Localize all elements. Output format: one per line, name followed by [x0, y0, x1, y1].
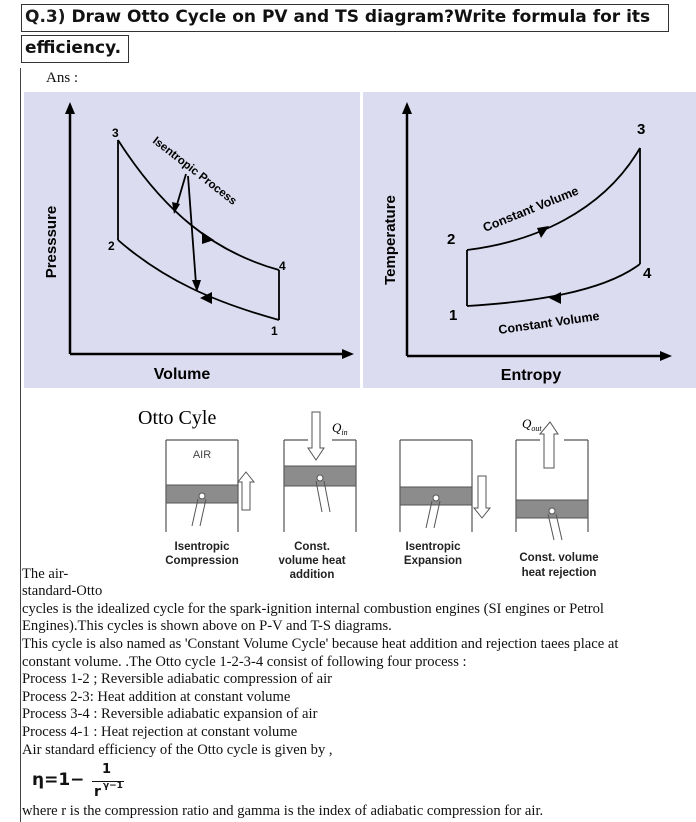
pv-curve-2-1	[117, 239, 280, 321]
pv-arrow-expansion	[202, 232, 214, 244]
pv-point-4: 4	[279, 259, 286, 273]
body-line-5: This cycle is also named as 'Constant Vo…	[22, 636, 619, 652]
stage-2-caption-line3: addition	[290, 569, 335, 581]
body-line-9: Process 3-4 : Reversible adiabatic expan…	[22, 706, 318, 722]
question-heading-line2: efficiency.	[21, 35, 129, 63]
piston-pin	[198, 492, 206, 500]
pv-y-axis-arrow	[65, 102, 75, 114]
pv-y-label: Presssure	[43, 206, 60, 279]
body-line-10: Process 4-1 : Heat rejection at constant…	[22, 724, 298, 740]
piston-stage-heat-addition: Qin	[283, 411, 357, 532]
stage-3-caption-line2: Expansion	[404, 555, 462, 567]
piston-pin	[548, 507, 556, 515]
pv-point-1: 1	[271, 324, 278, 338]
connecting-rod	[323, 480, 331, 513]
piston-stage-compression: AIR	[165, 439, 256, 532]
formula-base: r	[94, 784, 101, 800]
heat-out-arrow-icon	[538, 421, 559, 469]
pv-point-2: 2	[108, 239, 115, 253]
body-line-6: constant volume. .The Otto cycle 1-2-3-4…	[22, 654, 467, 670]
arrow-down-icon	[472, 475, 492, 519]
body-line-7: Process 1-2 ; Reversible adiabatic compr…	[22, 671, 333, 687]
pv-pointer-lower	[187, 175, 197, 285]
formula-lhs: η=1−	[32, 770, 85, 790]
connecting-rod	[199, 498, 207, 527]
piston-pin	[432, 494, 440, 502]
ts-curve-2-3	[466, 147, 641, 251]
otto-figure-title: Otto Cyle	[138, 407, 216, 429]
otto-cycle-figure: Otto Cyle AIR Qin Qout	[138, 407, 599, 581]
body-line-3: cycles is the idealized cycle for the sp…	[22, 601, 604, 617]
heat-in-arrow-icon	[307, 411, 325, 461]
piston-pin	[316, 474, 324, 482]
ts-arrow-heat-rejection	[549, 292, 561, 304]
cylinder-wall	[399, 439, 473, 532]
question-text-line1: Draw Otto Cycle on PV and TS diagram?Wri…	[71, 7, 651, 27]
connecting-rod	[433, 500, 441, 529]
pv-x-label: Volume	[154, 366, 211, 383]
ts-y-label: Temperature	[382, 195, 399, 285]
pv-pointer-upper	[175, 173, 187, 209]
ts-point-4: 4	[643, 265, 652, 282]
pv-arrow-compression	[200, 292, 212, 304]
formula-numerator: 1	[102, 762, 112, 777]
body-line-11: Air standard efficiency of the Otto cycl…	[22, 742, 333, 758]
stage-1-caption-line2: Compression	[165, 555, 239, 567]
question-number: Q.3)	[25, 7, 66, 27]
pv-point-3: 3	[112, 126, 119, 140]
ts-diagram: Temperature Entropy Constant Volume Cons…	[363, 92, 696, 388]
ts-x-label: Entropy	[501, 367, 562, 384]
body-line-4: Engines).This cycles is shown above on P…	[22, 618, 392, 634]
pv-diagram: Presssure Volume Isentropic Process 3 2 …	[24, 92, 360, 388]
ts-point-1: 1	[449, 307, 457, 324]
pv-pointer-lower-head	[192, 280, 201, 292]
ts-y-axis-arrow	[402, 102, 412, 114]
question-text-line2: efficiency.	[25, 38, 122, 58]
ts-x-axis-arrow	[660, 351, 672, 361]
ts-panel-background	[363, 92, 696, 388]
pv-pointer-upper-head	[172, 202, 180, 214]
body-line-8: Process 2-3: Heat addition at constant v…	[22, 689, 291, 705]
stage-3-caption-line1: Isentropic	[406, 541, 462, 553]
left-margin-rule	[20, 68, 21, 822]
connecting-rod	[555, 513, 563, 541]
piston-stage-expansion	[399, 439, 492, 532]
piston-stage-heat-rejection: Qout	[515, 416, 589, 541]
ts-point-3: 3	[637, 121, 645, 138]
stage-4-caption-line2: heat rejection	[522, 567, 597, 579]
connecting-rod	[425, 500, 433, 529]
stage-captions: Isentropic Compression Const. volume hea…	[165, 541, 598, 581]
formula-fraction-bar	[92, 781, 124, 782]
stage-1-caption-line1: Isentropic	[175, 541, 231, 553]
formula-exponent: γ−1	[103, 781, 123, 791]
connecting-rod	[191, 498, 199, 527]
body-line-2: standard-Otto	[22, 583, 103, 599]
ts-curve-1-4	[466, 263, 641, 307]
pv-x-axis-arrow	[342, 349, 354, 359]
ts-point-2: 2	[447, 231, 455, 248]
arrow-up-icon	[236, 471, 256, 511]
air-label: AIR	[193, 449, 211, 461]
stage-4-caption-line1: Const. volume	[519, 552, 598, 564]
connecting-rod	[547, 513, 555, 541]
q-out-label: Qout	[522, 416, 542, 433]
question-heading-line1: Q.3) Draw Otto Cycle on PV and TS diagra…	[21, 4, 669, 32]
body-line-12: where r is the compression ratio and gam…	[22, 803, 544, 819]
ts-arrow-heat-addition	[537, 226, 549, 238]
q-in-label: Qin	[332, 420, 348, 437]
answer-label: Ans :	[46, 70, 79, 86]
body-line-1: The air-	[22, 566, 69, 582]
connecting-rod	[315, 480, 323, 513]
stage-2-caption-line1: Const.	[294, 541, 330, 553]
stage-2-caption-line2: volume heat	[278, 555, 345, 567]
cylinder-wall	[515, 439, 589, 532]
